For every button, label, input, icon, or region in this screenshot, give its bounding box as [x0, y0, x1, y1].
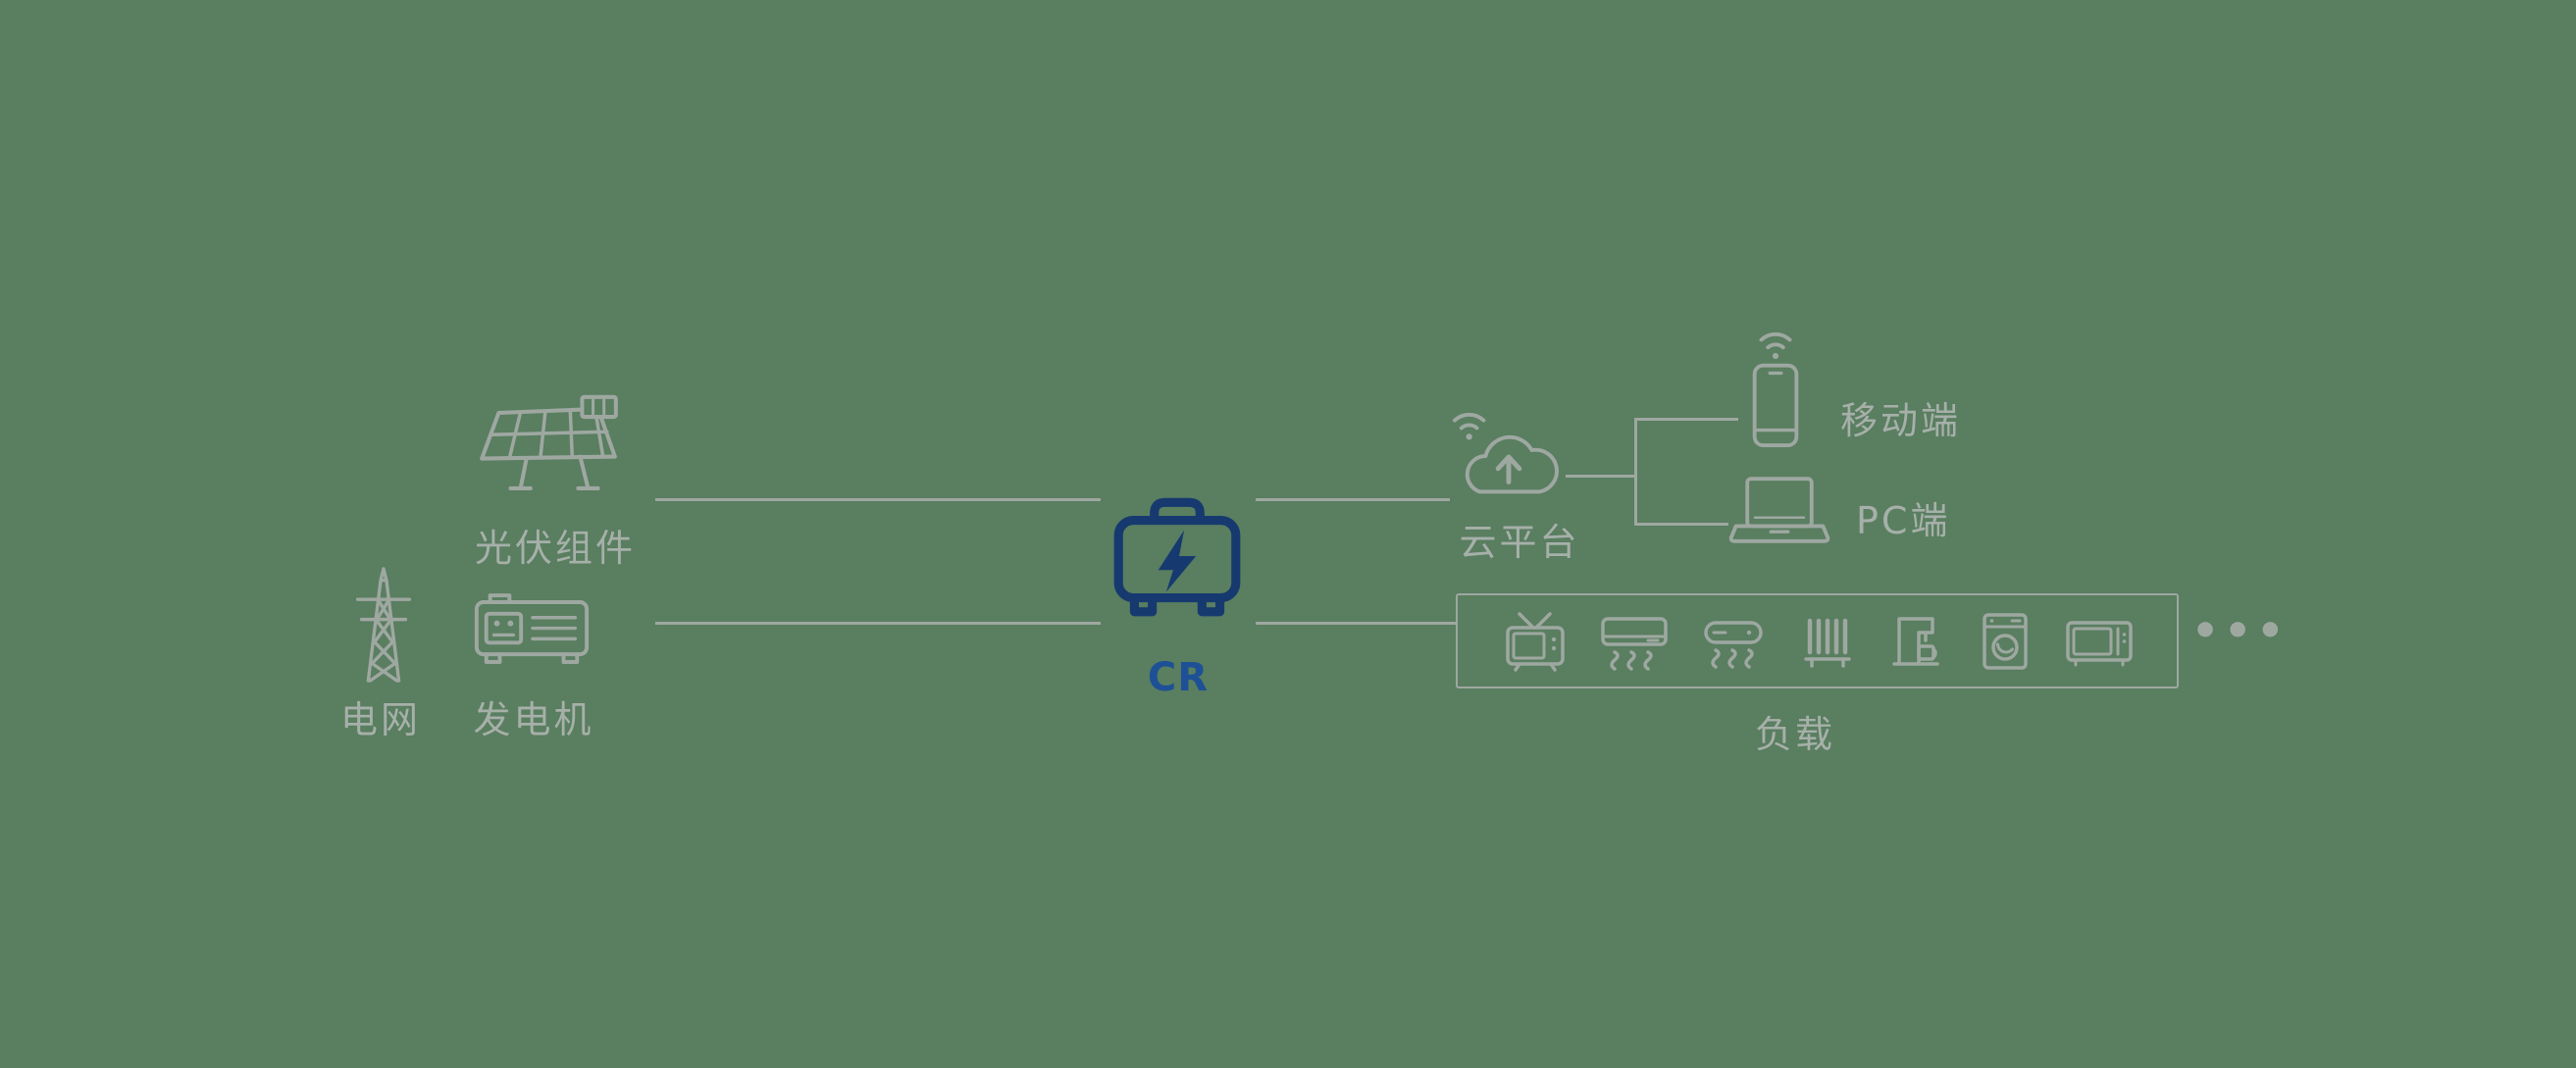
- connector-cloud-stub: [1566, 475, 1636, 478]
- tv-icon: [1506, 611, 1565, 672]
- cloud-upload-wifi-icon: [1452, 412, 1559, 494]
- washing-machine-icon: [1983, 612, 2028, 670]
- ellipsis-more-icon: •••: [2191, 606, 2290, 656]
- generator-label: 发电机: [473, 698, 594, 741]
- connector-pv-to-inverter: [655, 498, 1101, 501]
- generator-icon: [474, 593, 590, 664]
- lightning-bolt-icon: [1158, 530, 1197, 592]
- inverter-label: CR: [1147, 655, 1210, 700]
- pc-label: PC端: [1856, 499, 1951, 542]
- electric-cooker-icon: [1703, 620, 1763, 669]
- wifi-dot-icon: [1772, 352, 1779, 360]
- grid-label: 电网: [339, 698, 422, 741]
- connector-branch-vertical: [1634, 418, 1637, 526]
- connector-branch-to-pc: [1634, 523, 1728, 526]
- loads-box: [1456, 593, 2179, 688]
- loads-label: 负载: [1754, 713, 1836, 756]
- connector-generator-to-inverter: [655, 622, 1101, 625]
- radiator-icon: [1803, 618, 1851, 668]
- microwave-icon: [2066, 620, 2133, 666]
- solar-panel-icon: [480, 394, 618, 490]
- smartphone-wifi-icon: [1752, 331, 1799, 448]
- portable-power-station-icon: [1113, 497, 1241, 617]
- pv-label: 光伏组件: [474, 527, 637, 570]
- laptop-icon: [1728, 477, 1830, 543]
- connector-inverter-to-loads: [1256, 622, 1456, 625]
- mobile-label: 移动端: [1840, 399, 1962, 442]
- coffee-machine-icon: [1892, 616, 1940, 666]
- wifi-dot-icon: [1466, 433, 1472, 440]
- air-conditioner-icon: [1601, 616, 1668, 671]
- cloud-label: 云平台: [1459, 521, 1580, 564]
- transmission-tower-icon: [355, 567, 412, 683]
- connector-inverter-to-cloud: [1256, 498, 1450, 501]
- connector-branch-to-mobile: [1634, 418, 1738, 421]
